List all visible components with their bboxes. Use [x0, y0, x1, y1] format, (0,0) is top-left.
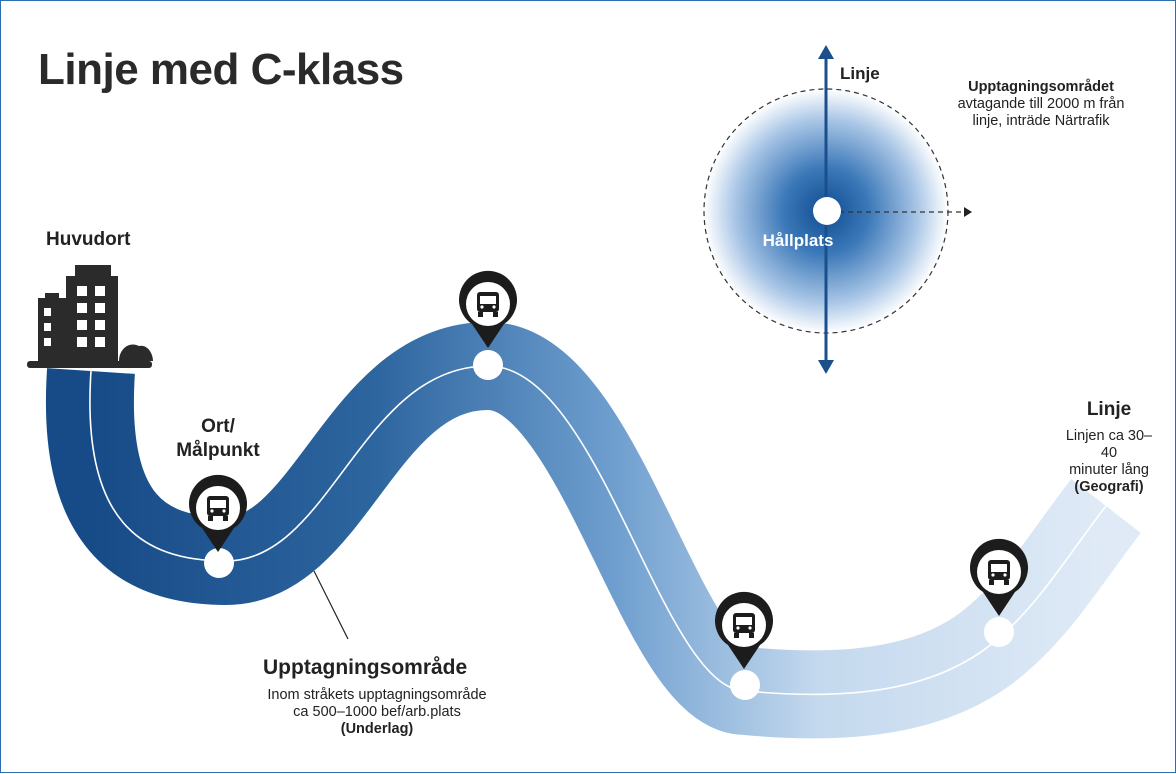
- page-title: Linje med C-klass: [38, 45, 404, 94]
- line-desc-2: minuter lång: [1069, 462, 1149, 478]
- bus-stop-pin-icon: [459, 270, 517, 348]
- line-centre-stroke: [89, 365, 1107, 696]
- bus-stop-pin-icon: [189, 474, 247, 552]
- catchment-line-2: ca 500–1000 bef/arb.plats: [293, 704, 461, 720]
- bus-stop-dot-4: [984, 617, 1014, 647]
- destination-line-2: Målpunkt: [176, 440, 260, 461]
- destination-label: Ort/ Målpunkt: [173, 415, 263, 463]
- stop-dot: [813, 197, 841, 225]
- stop-radius-title: Upptagningsområdet: [968, 79, 1114, 95]
- bus-stop-dot-2: [473, 350, 503, 380]
- stop-radius-line-2: linje, inträde Närtrafik: [972, 113, 1110, 129]
- catchment-description: Inom stråkets upptagningsområde ca 500–1…: [242, 687, 512, 738]
- catchment-title: Upptagningsområde: [263, 656, 468, 679]
- catchment-line-1: Inom stråkets upptagningsområde: [267, 687, 487, 703]
- bus-stop-dot-3: [730, 670, 760, 700]
- bus-stop-pin-icon: [970, 538, 1028, 616]
- bus-stop-dot-1: [204, 548, 234, 578]
- line-description: Linjen ca 30–40 minuter lång (Geografi): [1059, 428, 1159, 496]
- line-desc-3: (Geografi): [1074, 479, 1144, 495]
- city-buildings-icon: [27, 265, 153, 368]
- stop-label: Hållplats: [762, 231, 834, 250]
- arrow-up-icon: [818, 45, 834, 59]
- bus-stop-pin-icon: [715, 591, 773, 669]
- line-title: Linje: [1086, 399, 1132, 420]
- city-label: Huvudort: [46, 229, 131, 250]
- line-desc-1: Linjen ca 30–40: [1065, 428, 1153, 461]
- destination-line-1: Ort/: [201, 416, 235, 437]
- stop-radius-line-1: avtagande till 2000 m från: [957, 96, 1125, 112]
- arrow-right-icon: [964, 207, 972, 217]
- axis-line-label: Linje: [840, 64, 880, 83]
- stop-radius-description: Upptagningsområdet avtagande till 2000 m…: [941, 79, 1141, 130]
- catchment-line-3: (Underlag): [340, 721, 414, 737]
- stop-radius-diagram: [703, 45, 972, 374]
- arrow-down-icon: [818, 360, 834, 374]
- catchment-leader-line: [313, 570, 349, 640]
